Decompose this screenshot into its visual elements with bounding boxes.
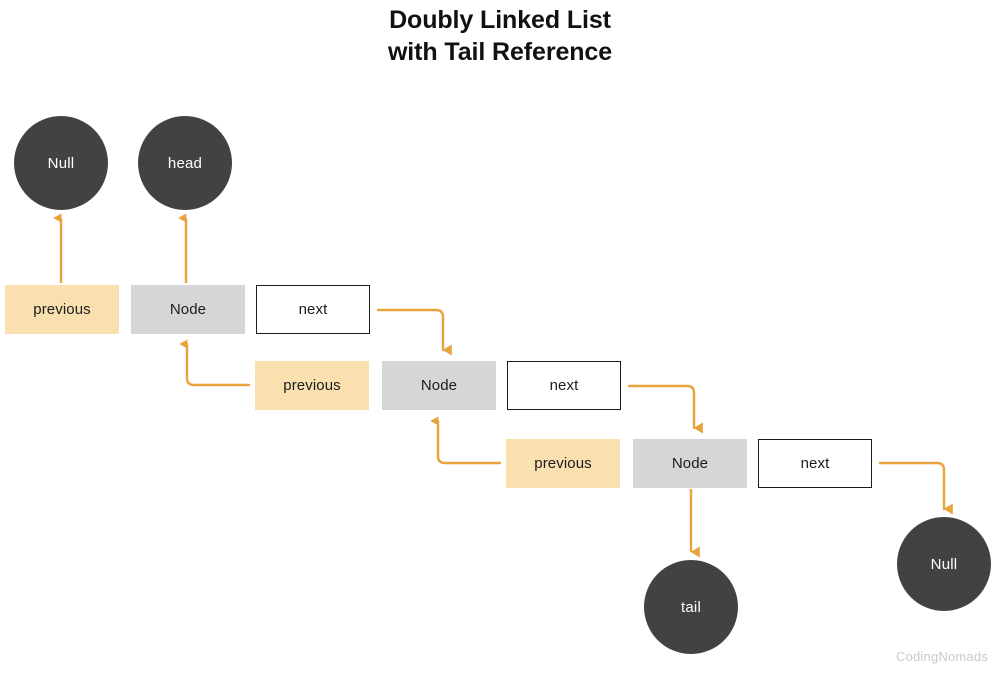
circle-head: head	[138, 116, 232, 210]
cell-label: Node	[420, 377, 458, 394]
node-3-node-cell: Node	[633, 439, 747, 488]
connector-next3-to-null	[878, 461, 953, 515]
cell-label: previous	[283, 377, 341, 394]
connector-next1-to-node2	[376, 308, 452, 356]
node-2-node-cell: Node	[382, 361, 496, 410]
circle-null-tail: Null	[897, 517, 991, 611]
cell-label: previous	[534, 455, 592, 472]
node-2-next-cell: next	[507, 361, 621, 410]
page-title: Doubly Linked List with Tail Reference	[0, 4, 1000, 68]
circle-label: tail	[681, 598, 701, 616]
node-1-previous-cell: previous	[5, 285, 119, 334]
circle-label: Null	[930, 555, 958, 573]
circle-label: Null	[47, 154, 75, 172]
cell-label: Node	[169, 301, 207, 318]
node-2-previous-cell: previous	[255, 361, 369, 410]
watermark: CodingNomads	[895, 649, 988, 664]
node-1-next-cell: next	[256, 285, 370, 334]
circle-null-head: Null	[14, 116, 108, 210]
connector-previous3-to-node2	[430, 416, 502, 465]
connector-previous2-to-node1	[179, 339, 251, 387]
cell-label: next	[298, 301, 328, 318]
cell-label: next	[549, 377, 579, 394]
cell-label: next	[800, 455, 830, 472]
node-3-next-cell: next	[758, 439, 872, 488]
node-1-node-cell: Node	[131, 285, 245, 334]
node-3-previous-cell: previous	[506, 439, 620, 488]
cell-label: previous	[33, 301, 91, 318]
title-line-1: Doubly Linked List	[389, 6, 611, 34]
circle-tail: tail	[644, 560, 738, 654]
circle-label: head	[167, 154, 203, 172]
title-line-2: with Tail Reference	[387, 38, 613, 66]
connector-next2-to-node3	[627, 384, 703, 434]
cell-label: Node	[671, 455, 709, 472]
